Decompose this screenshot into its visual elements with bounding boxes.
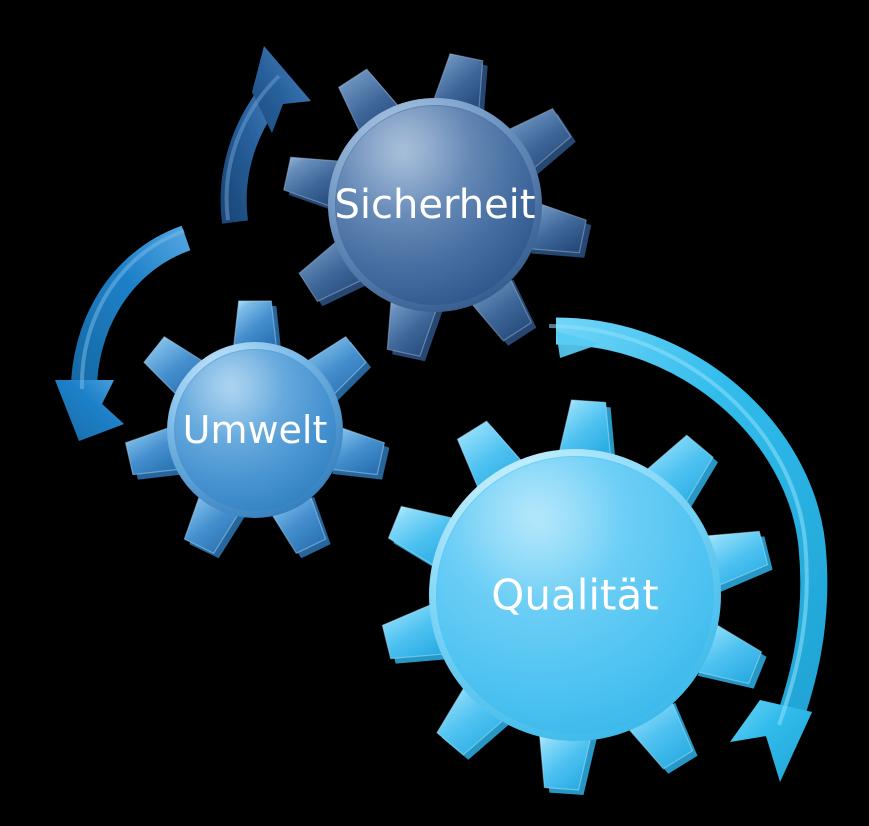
gear-umwelt-gloss: [175, 350, 335, 510]
gear-sicherheit-gloss: [336, 106, 534, 304]
arrow-around-qualitaet: [548, 317, 828, 782]
gear-sicherheit[interactable]: Sicherheit: [283, 53, 592, 362]
gear-sicherheit-label: Sicherheit: [335, 182, 536, 228]
gear-qualitaet-gloss: [437, 457, 713, 733]
gear-qualitaet[interactable]: Qualität: [381, 399, 773, 795]
arrow-to-sicherheit: [220, 46, 311, 224]
arrow-to-umwelt: [55, 225, 191, 441]
gear-qualitaet-label: Qualität: [491, 571, 658, 620]
gear-umwelt-label: Umwelt: [183, 408, 328, 452]
gear-umwelt[interactable]: Umwelt: [124, 300, 390, 559]
